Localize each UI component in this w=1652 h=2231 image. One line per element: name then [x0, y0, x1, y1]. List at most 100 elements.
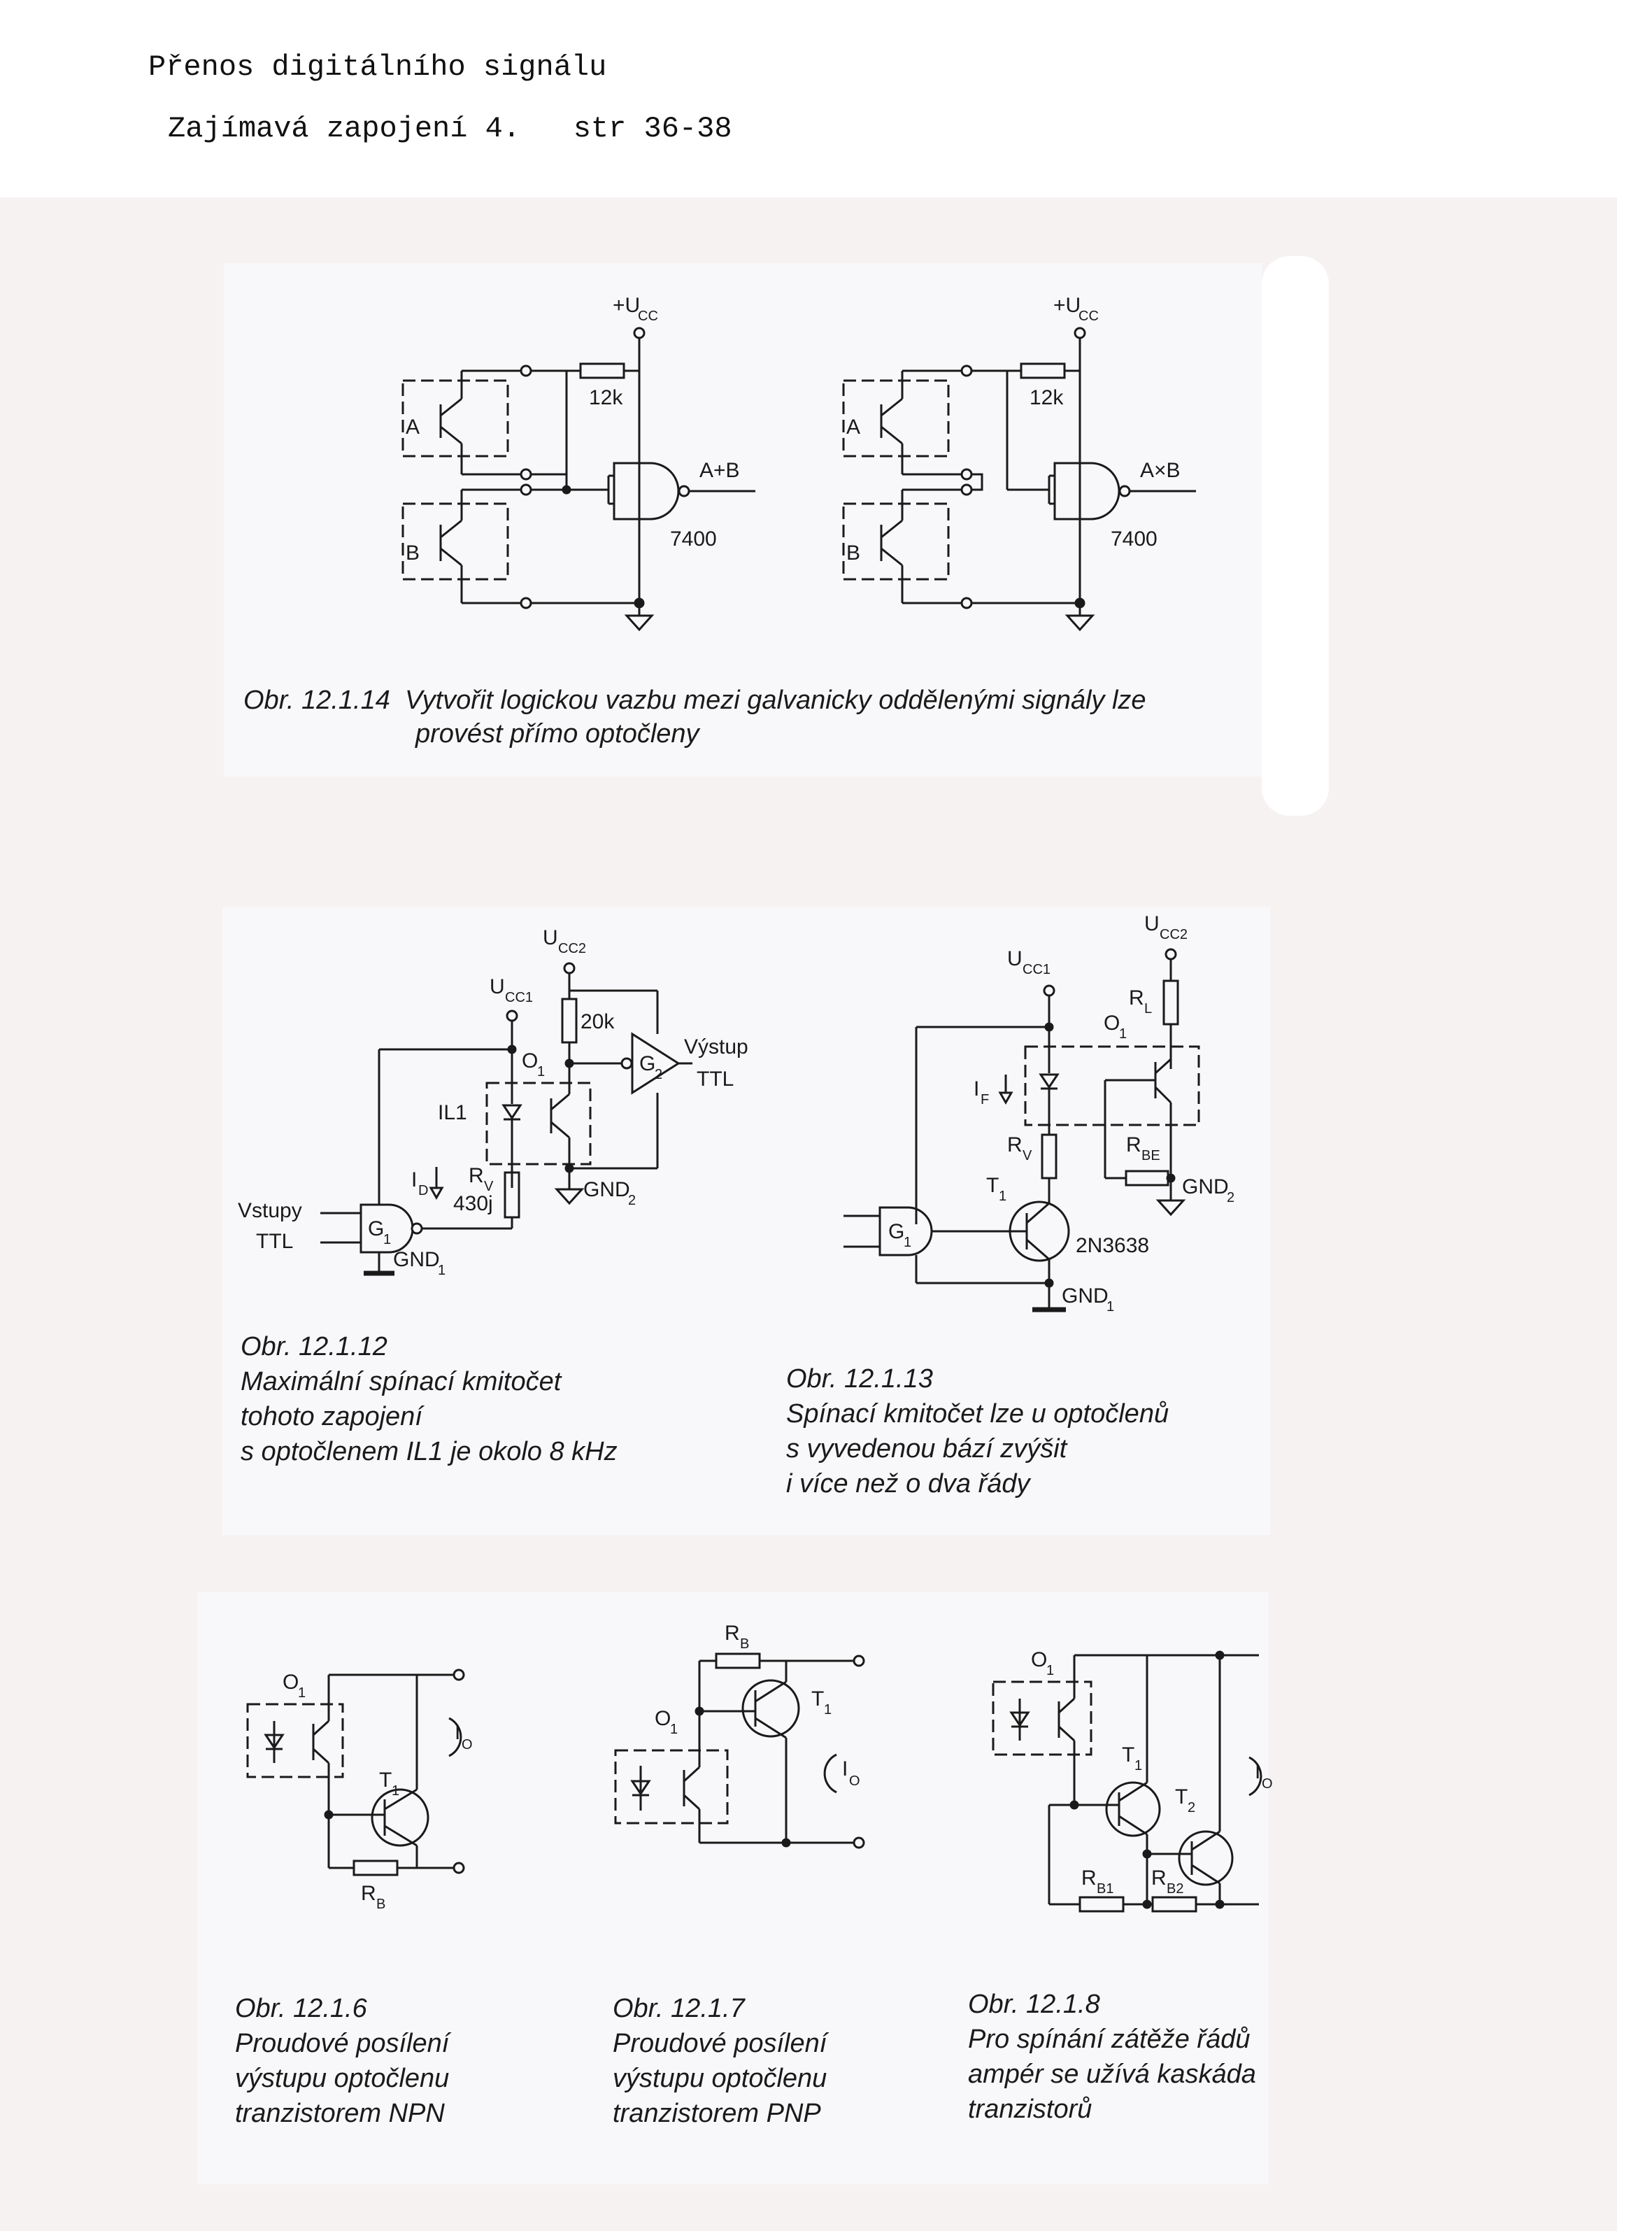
figure-12-1-7-circuit: R B T 1 O 1 I O — [614, 1622, 865, 1849]
if-subscript: F — [981, 1092, 989, 1107]
ic-label: 7400 — [1111, 527, 1158, 551]
g1-label: G — [368, 1217, 384, 1240]
o1-label: O — [1104, 1012, 1120, 1035]
output-label-1: Výstup — [684, 1035, 748, 1058]
figure-12-1-13-caption-line1: Spínací kmitočet lze u optočlenů — [786, 1399, 1169, 1429]
figure-12-1-8-caption-line3: tranzistorů — [968, 2095, 1092, 2124]
if-label: I — [974, 1077, 979, 1100]
io-label: I — [842, 1757, 848, 1780]
figure-12-1-13-caption-line2: s vyvedenou bází zvýšit — [786, 1434, 1067, 1464]
resistor-20k-label: 20k — [581, 1010, 615, 1033]
figure-12-1-6-circuit: O 1 R B T 1 I O — [246, 1669, 473, 1912]
ucc1-label: U — [1007, 947, 1023, 970]
io-subscript: O — [462, 1737, 473, 1752]
gnd1-label: GND — [1062, 1284, 1109, 1308]
figure-12-1-14-right-circuit: +U CC 12k A B A×B 7400 — [842, 294, 1196, 632]
rb2-subscript: B2 — [1167, 1881, 1183, 1897]
t1-label: T — [986, 1174, 999, 1197]
inputs-label-1: Vstupy — [238, 1199, 302, 1222]
vcc-subscript: CC — [1078, 309, 1099, 324]
figure-12-1-8-circuit: O 1 T 1 T 2 R B1 R B2 I O — [992, 1648, 1273, 1913]
o1-label: O — [522, 1049, 538, 1072]
figure-12-1-12-caption-line1: Maximální spínací kmitočet — [241, 1367, 562, 1396]
transistor-label: 2N3638 — [1076, 1234, 1149, 1257]
ucc2-subscript: CC2 — [1160, 927, 1188, 942]
output-label: A×B — [1140, 459, 1181, 482]
figure-12-1-7-title: Obr. 12.1.7 — [613, 1994, 745, 2023]
t2-subscript: 2 — [1188, 1800, 1195, 1815]
t1-subscript: 1 — [1134, 1758, 1142, 1773]
il1-label: IL1 — [438, 1101, 467, 1124]
rb-label: R — [725, 1622, 740, 1645]
gnd1-subscript: 1 — [1106, 1299, 1114, 1315]
gnd2-subscript: 2 — [1227, 1190, 1234, 1205]
figure-12-1-7-caption-line2: výstupu optočlenu — [613, 2064, 827, 2093]
o1-label: O — [655, 1707, 671, 1730]
figures-12-1-6-to-8-panel — [197, 1592, 1269, 2184]
o1-label: O — [1031, 1648, 1047, 1671]
rv-label: R — [1007, 1133, 1023, 1156]
t1-label: T — [1122, 1743, 1134, 1766]
figures-12-1-12-and-13-panel — [222, 907, 1270, 1535]
rb2-label: R — [1151, 1867, 1167, 1890]
io-subscript: O — [1262, 1776, 1273, 1792]
vcc-label: +U — [613, 294, 640, 317]
g1-subscript: 1 — [383, 1232, 391, 1247]
o1-subscript: 1 — [1119, 1026, 1127, 1042]
resistor-12k-label: 12k — [589, 386, 623, 409]
figure-12-1-14-left-circuit: +U CC 12k A B A+B 7400 — [401, 294, 755, 632]
output-label-2: TTL — [697, 1068, 734, 1091]
rv-subscript: V — [1023, 1148, 1032, 1163]
ucc1-subscript: CC1 — [505, 990, 533, 1005]
rv-label: R — [469, 1164, 484, 1187]
t1-subscript: 1 — [999, 1189, 1006, 1204]
resistor-12k-label: 12k — [1030, 386, 1064, 409]
rv-value-label: 430j — [453, 1192, 493, 1215]
t1-subscript: 1 — [824, 1702, 832, 1717]
figure-12-1-14-caption-line2: provést přímo optočleny — [415, 719, 699, 749]
figure-12-1-6-caption-line3: tranzistorem NPN — [235, 2099, 445, 2128]
input-a-label: A — [406, 416, 420, 439]
o1-subscript: 1 — [537, 1064, 545, 1079]
rb1-subscript: B1 — [1097, 1881, 1113, 1897]
rb1-label: R — [1081, 1867, 1097, 1890]
o1-subscript: 1 — [1046, 1663, 1054, 1678]
g2-subscript: 2 — [655, 1067, 662, 1082]
io-label: I — [1255, 1760, 1260, 1783]
id-label: I — [411, 1168, 417, 1191]
input-a-label: A — [846, 416, 860, 439]
rb-label: R — [361, 1882, 376, 1905]
figure-12-1-13-title: Obr. 12.1.13 — [786, 1364, 933, 1394]
gnd2-subscript: 2 — [628, 1193, 636, 1208]
ic-label: 7400 — [670, 527, 717, 551]
figure-12-1-6-caption-line1: Proudové posílení — [235, 2029, 450, 2058]
input-b-label: B — [846, 541, 860, 565]
io-label: I — [455, 1721, 460, 1744]
t1-label: T — [811, 1687, 824, 1711]
figure-12-1-14-caption-line1: Obr. 12.1.14 Vytvořit logickou vazbu mez… — [243, 686, 1146, 715]
rl-label: R — [1129, 986, 1144, 1010]
ucc2-subscript: CC2 — [558, 941, 586, 956]
scan-edge-highlight — [1262, 256, 1329, 816]
gnd2-label: GND — [1182, 1175, 1229, 1198]
io-subscript: O — [849, 1773, 860, 1789]
rl-subscript: L — [1144, 1001, 1152, 1017]
o1-label: O — [283, 1671, 299, 1694]
g2-label: G — [639, 1052, 655, 1075]
rbe-subscript: BE — [1141, 1148, 1160, 1163]
figure-12-1-8-caption-line1: Pro spínání zátěže řádů — [968, 2025, 1251, 2054]
figure-12-1-12-caption-line3: s optočlenem IL1 je okolo 8 kHz — [241, 1437, 618, 1466]
o1-subscript: 1 — [670, 1722, 678, 1737]
t1-label: T — [379, 1769, 392, 1792]
o1-subscript: 1 — [298, 1685, 306, 1701]
t1-subscript: 1 — [392, 1783, 399, 1799]
input-b-label: B — [406, 541, 420, 565]
figure-12-1-12-title: Obr. 12.1.12 — [241, 1332, 387, 1361]
t2-label: T — [1175, 1785, 1188, 1808]
gnd1-subscript: 1 — [438, 1263, 446, 1278]
figure-12-1-6-caption-line2: výstupu optočlenu — [235, 2064, 450, 2093]
ucc1-subscript: CC1 — [1023, 962, 1051, 977]
rb-subscript: B — [740, 1636, 749, 1652]
ucc2-label: U — [1144, 912, 1160, 935]
page-subtitle: Zajímavá zapojení 4. str 36-38 — [168, 112, 732, 146]
